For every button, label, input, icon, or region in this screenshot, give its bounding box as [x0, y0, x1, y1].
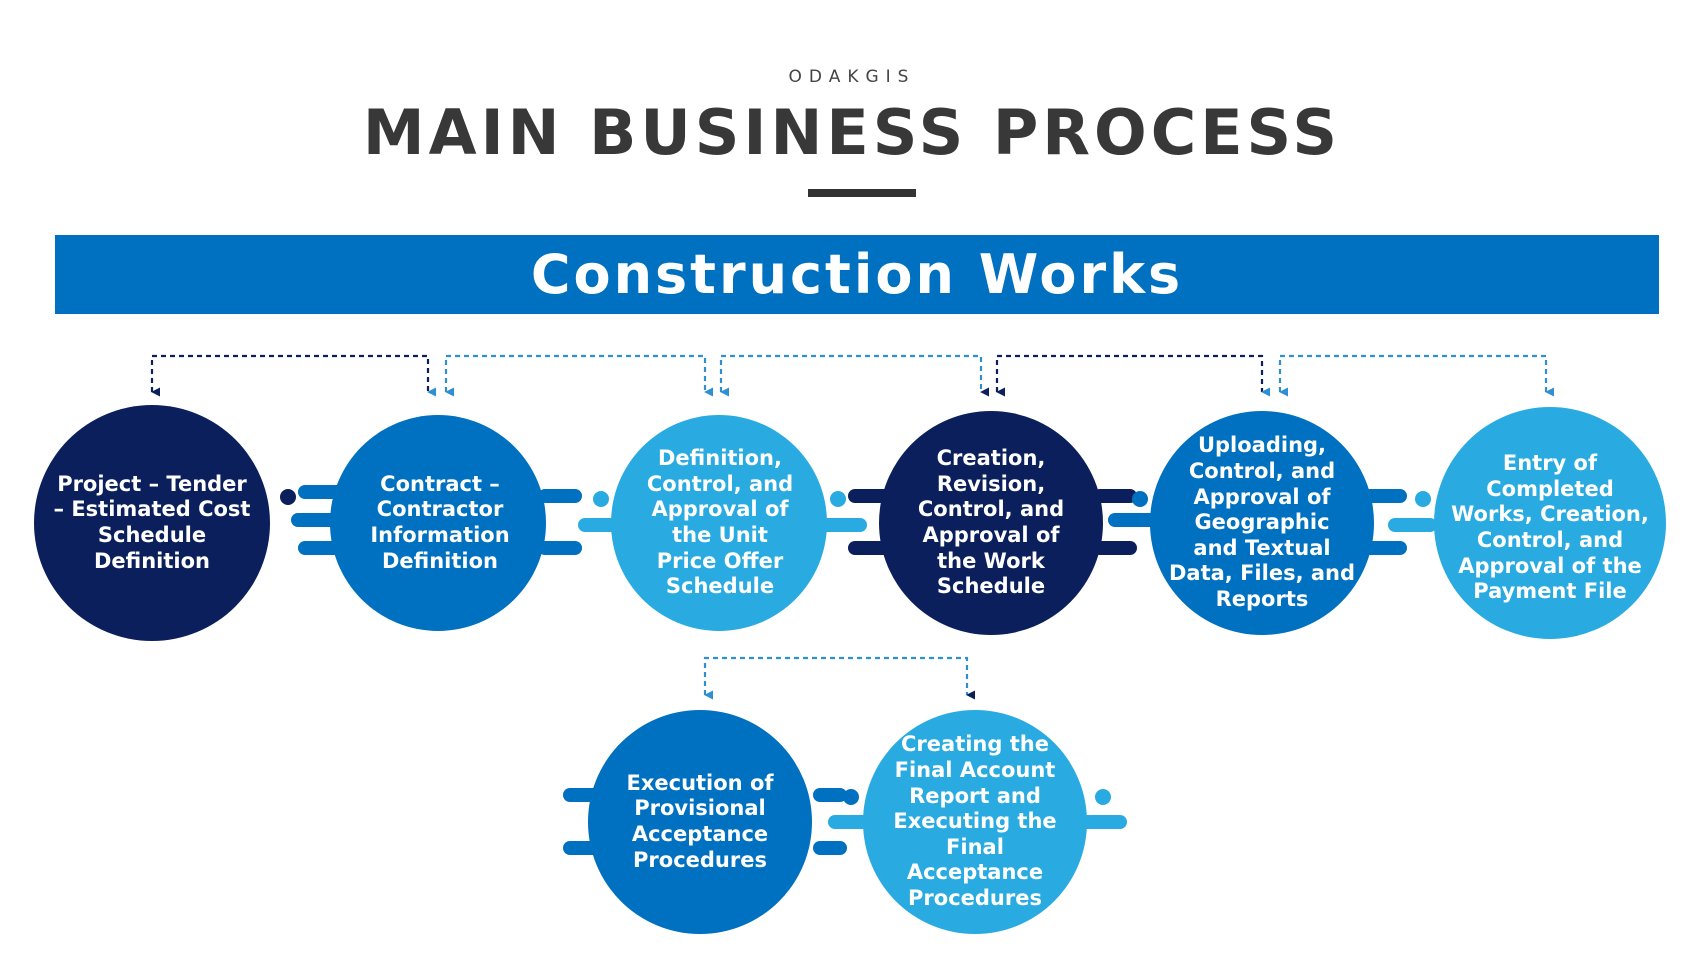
- title-underline: [808, 189, 916, 197]
- connector-arrow: [1278, 354, 1555, 397]
- step-circle-1: [34, 405, 270, 641]
- connector-arrow: [150, 354, 437, 397]
- connector-arrow: [995, 354, 1271, 397]
- step-circle-6: [1434, 407, 1666, 639]
- step-label-2: Contract – Contractor Information Defini…: [370, 471, 510, 573]
- connector-arrow: [719, 354, 990, 397]
- step-label-1: Project – Tender – Estimated Cost Schedu…: [53, 471, 251, 573]
- splash-connectors: [291, 485, 1437, 855]
- splash-dots: [280, 489, 1431, 805]
- brand-name: ODAKGIS: [788, 67, 916, 87]
- step-label-7: Execution of Provisional Acceptance Proc…: [626, 770, 774, 872]
- step-label-5: Uploading, Control, and Approval of Geog…: [1168, 433, 1356, 612]
- connector-group-top: [150, 354, 1555, 700]
- step-circle-7: [588, 710, 812, 934]
- section-banner: Construction Works: [55, 235, 1659, 314]
- banner-title: Construction Works: [530, 243, 1184, 306]
- step-circle-8: [863, 710, 1087, 934]
- step-circle-3: [611, 415, 827, 631]
- step-label-6: Entry of Completed Works, Creation, Cont…: [1451, 451, 1649, 604]
- connector-arrow: [444, 354, 714, 397]
- step-circle-2: [330, 415, 546, 631]
- step-label-3: Definition, Control, and Approval of the…: [646, 446, 794, 599]
- page-title: MAIN BUSINESS PROCESS: [362, 96, 1342, 169]
- step-label-8: Creating the Final Account Report and Ex…: [893, 732, 1057, 911]
- step-circles: [34, 405, 1666, 934]
- step-label-4: Creation, Revision, Control, and Approva…: [917, 446, 1065, 599]
- connector-arrow: [703, 656, 976, 700]
- step-circle-4: [879, 411, 1103, 635]
- step-circle-5: [1150, 411, 1374, 635]
